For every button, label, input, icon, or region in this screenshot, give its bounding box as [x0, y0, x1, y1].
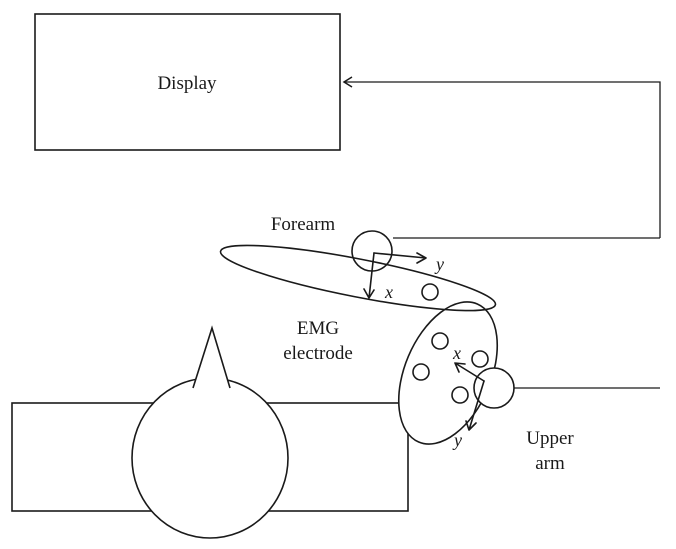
- forearm-y-label: y: [434, 254, 444, 274]
- upper-arm-electrode: [431, 332, 449, 350]
- upper-arm-electrode: [412, 363, 430, 381]
- nose-triangle: [192, 325, 231, 389]
- forearm-x-axis-arrow: [363, 252, 375, 299]
- forearm-ellipse: [219, 244, 497, 312]
- upper-arm-label-line1: Upper: [526, 428, 574, 449]
- forearm-x-label: x: [384, 282, 393, 302]
- upper-arm-y-label: y: [452, 430, 462, 450]
- display-label: Display: [157, 73, 217, 94]
- upper-arm-electrode: [451, 386, 469, 404]
- upper-arm-electrode: [471, 350, 489, 368]
- forearm-y-axis-arrow: [373, 252, 427, 264]
- forearm-electrode: [421, 283, 439, 301]
- upper-arm-x-label: x: [452, 343, 461, 363]
- head-circle: [131, 377, 289, 539]
- signal-wire-to-display: [342, 76, 661, 238]
- upper-arm-motion-sensor: [473, 367, 515, 409]
- upper-arm-x-axis-arrow: [454, 362, 485, 382]
- upper-arm-label-line2: arm: [535, 453, 565, 474]
- upper-arm-y-axis-arrow: [465, 380, 485, 431]
- display-box: [34, 13, 341, 151]
- emg-electrode-label-line1: EMG: [297, 318, 340, 339]
- forearm-label: Forearm: [271, 214, 336, 235]
- emg-electrode-label-line2: electrode: [283, 343, 353, 364]
